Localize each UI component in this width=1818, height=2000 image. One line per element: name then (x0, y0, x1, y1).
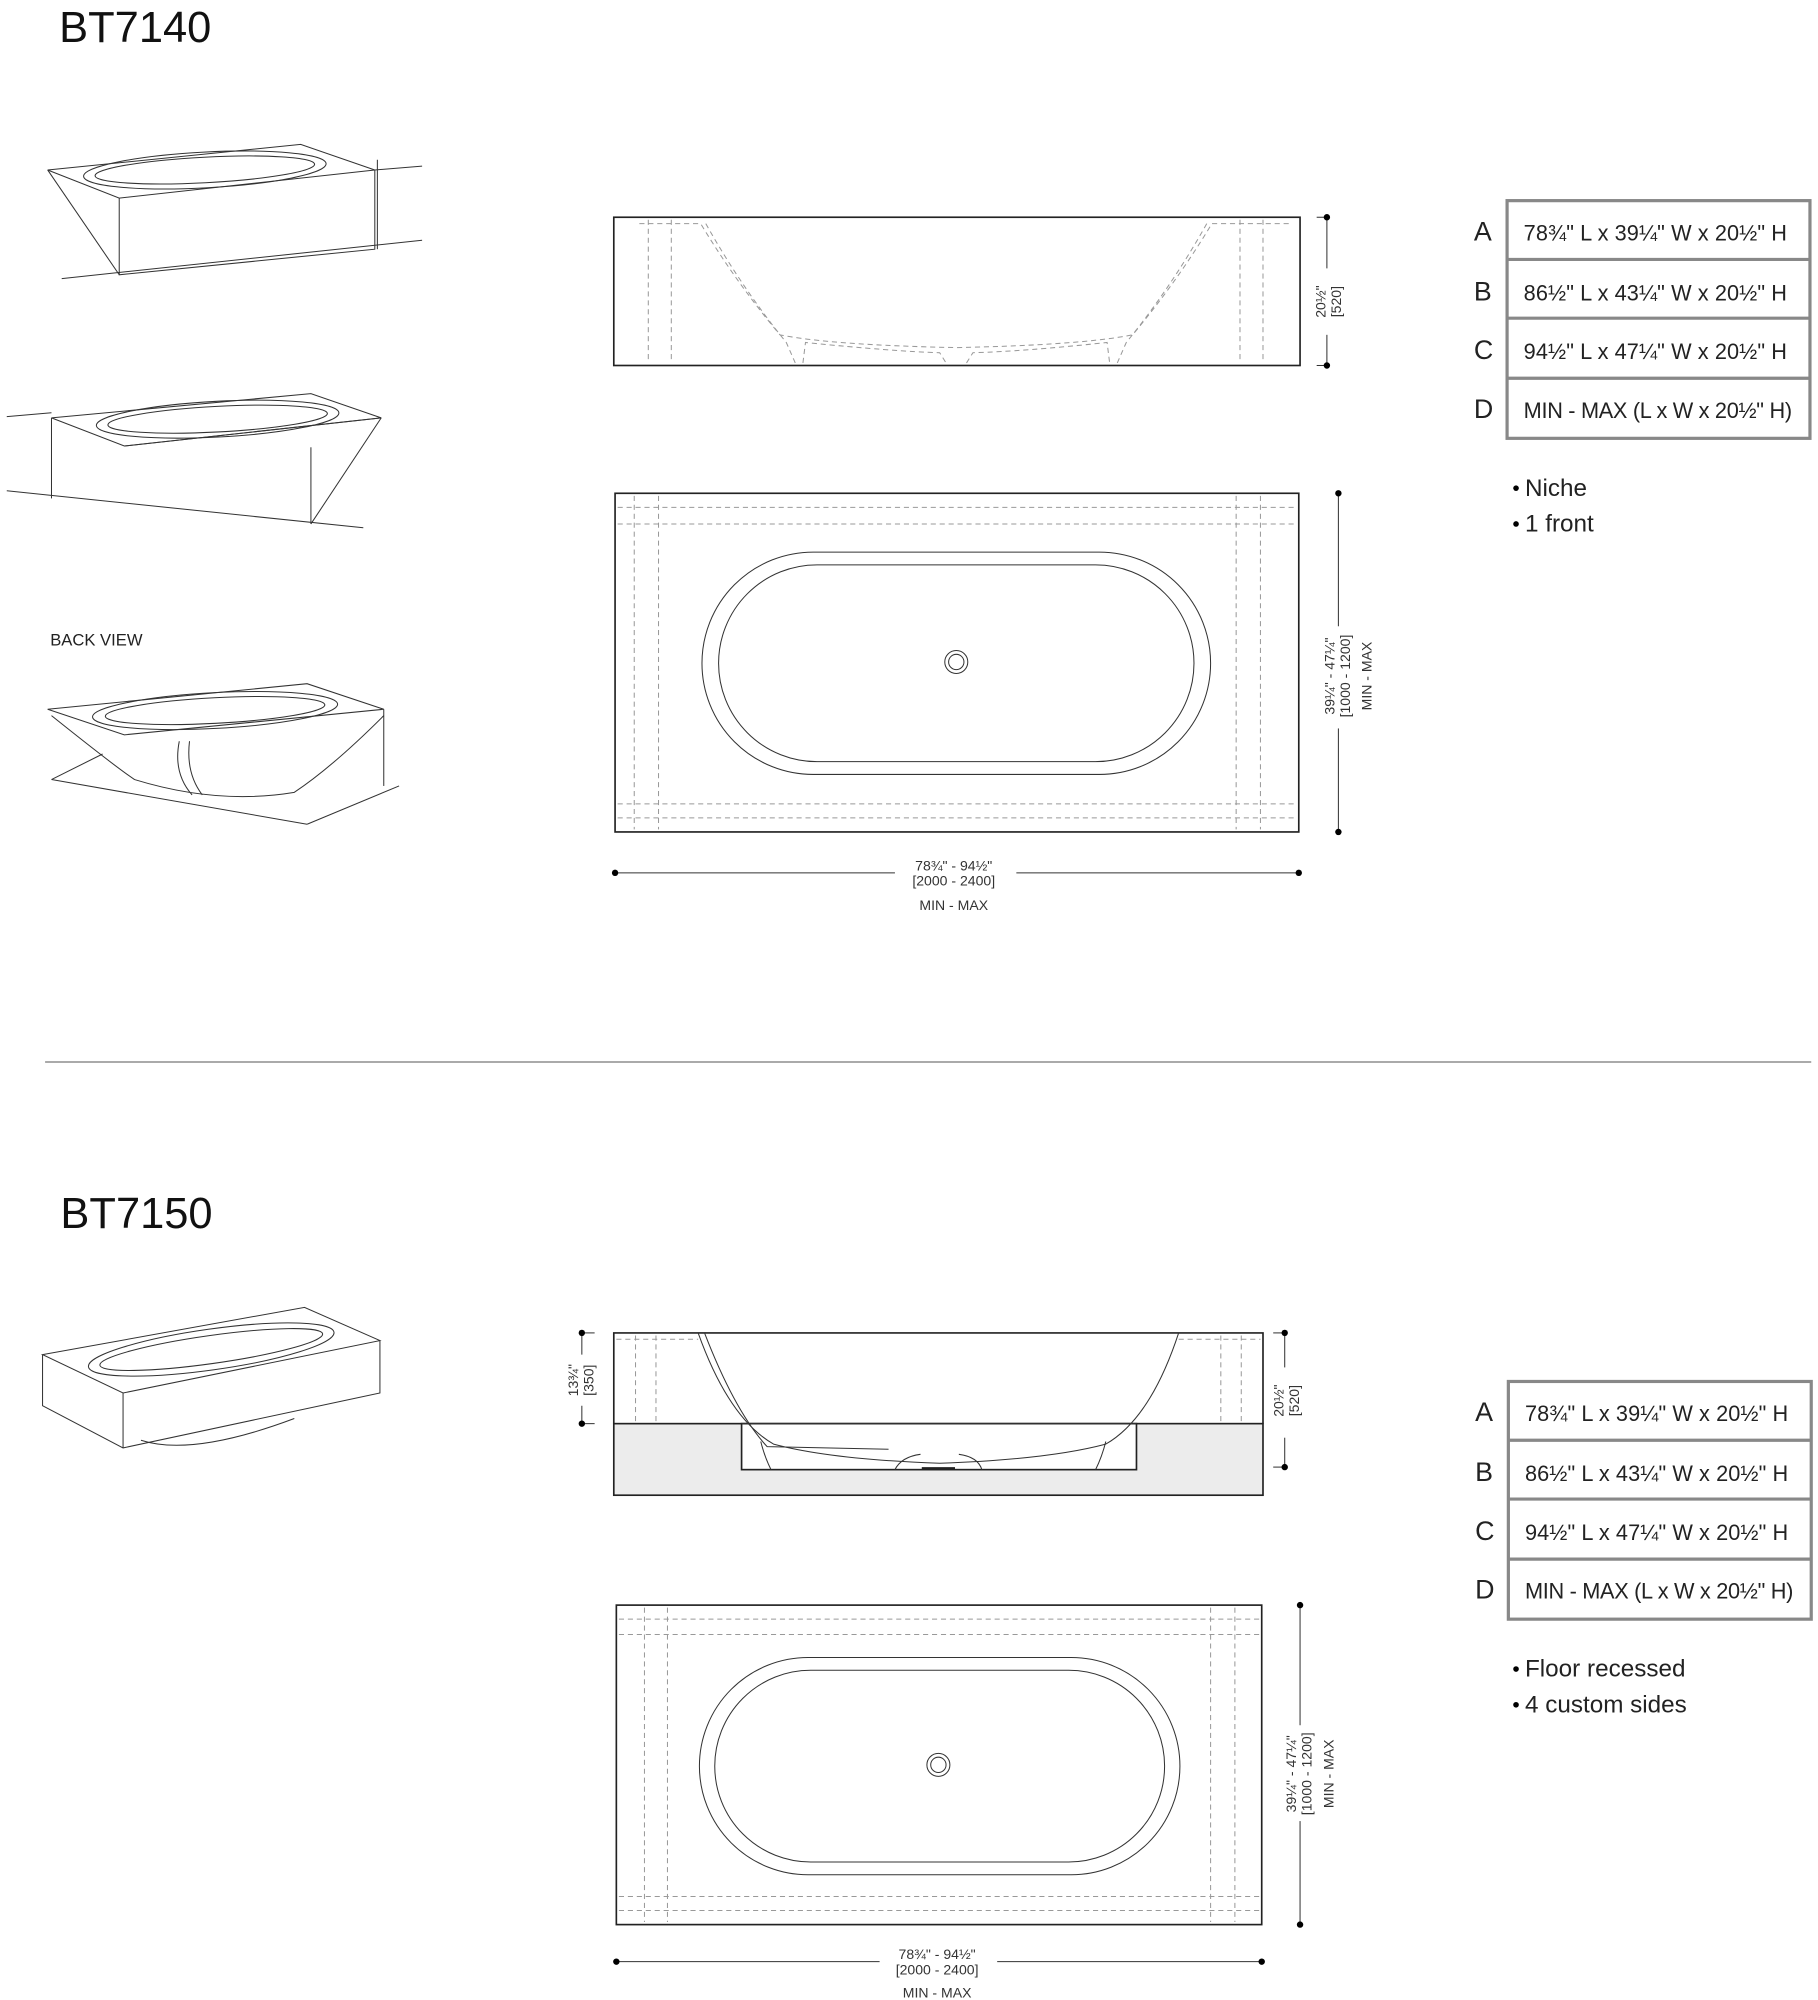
length-in: 78¾" - 94½" (899, 1946, 976, 1962)
size-table: A B C D 78¾" L x 39¼" W x 20½" H 86½" L … (1475, 1379, 1813, 1621)
feature-item: 1 front (1525, 511, 1594, 538)
back-view-label: BACK VIEW (50, 630, 143, 649)
size-table: A B C D 78¾" L x 39¼" W x 20½" H 86½" L … (1474, 199, 1812, 440)
size-dims: 86½" L x 43¼" W x 20½" H (1525, 1461, 1788, 1486)
width-dimension: 39¼" - 47¼" [1000 - 1200] MIN - MAX (1322, 490, 1375, 836)
tub-basin (718, 564, 1195, 763)
width-dimension: 39¼" - 47¼" [1000 - 1200] MIN - MAX (1283, 1601, 1336, 1928)
size-dims: 94½" L x 47¼" W x 20½" H (1524, 339, 1787, 364)
width-in: 39¼" - 47¼" (1283, 1735, 1299, 1812)
tub-basin (714, 1669, 1166, 1863)
height-in: 20½" (1313, 285, 1329, 317)
size-dims: 94½" L x 47¼" W x 20½" H (1525, 1520, 1788, 1545)
width-mm: [1000 - 1200] (1299, 1732, 1315, 1815)
length-in: 78¾" - 94½" (915, 857, 992, 873)
drain-icon (944, 649, 969, 674)
recess-height-dimension: 13¾" [350] (565, 1329, 596, 1427)
feature-item: Floor recessed (1525, 1656, 1686, 1683)
length-dimension: 78¾" - 94½" [2000 - 2400] MIN - MAX (613, 1946, 1265, 2000)
feature-list: Floor recessed 4 custom sides (1513, 1656, 1687, 1718)
product-bt7140: BT7140 BACK VIEW (6, 4, 1812, 913)
size-letter: A (1475, 1397, 1493, 1427)
side-elevation (612, 216, 1301, 367)
side-elevation-recessed (612, 1332, 1264, 1497)
size-dims: 78¾" L x 39¼" W x 20½" H (1524, 220, 1787, 245)
size-dims: MIN - MAX (L x W x 20½" H) (1524, 398, 1792, 423)
length-note: MIN - MAX (919, 897, 988, 913)
length-mm: [2000 - 2400] (912, 873, 995, 889)
size-dims: 86½" L x 43¼" W x 20½" H (1524, 280, 1787, 305)
recess-height-mm: [350] (580, 1365, 596, 1396)
size-dims: 78¾" L x 39¼" W x 20½" H (1525, 1401, 1788, 1426)
size-letter: D (1475, 1575, 1494, 1605)
iso-sketch-front (6, 393, 382, 529)
size-letter: B (1475, 1457, 1493, 1487)
height-mm: [520] (1328, 286, 1344, 317)
plan-view (614, 492, 1300, 833)
model-title: BT7150 (60, 1190, 212, 1238)
size-letter: C (1475, 1516, 1494, 1546)
size-dims: MIN - MAX (L x W x 20½" H) (1525, 1579, 1793, 1604)
feature-item: 4 custom sides (1525, 1691, 1687, 1718)
width-note: MIN - MAX (1320, 1739, 1336, 1808)
length-mm: [2000 - 2400] (896, 1961, 979, 1977)
iso-sketch-back-view (47, 683, 400, 825)
tub-rim (701, 551, 1212, 775)
drain-icon (926, 1752, 951, 1777)
size-letter: D (1474, 394, 1493, 424)
plan-view (615, 1604, 1263, 1926)
length-dimension: 78¾" - 94½" [2000 - 2400] MIN - MAX (611, 857, 1302, 913)
product-bt7150: BT7150 13¾" [3 (40, 1190, 1813, 2000)
size-letter: A (1474, 216, 1492, 246)
width-in: 39¼" - 47¼" (1322, 637, 1338, 714)
feature-item: Niche (1525, 475, 1587, 502)
length-note: MIN - MAX (903, 1984, 972, 2000)
model-title: BT7140 (59, 4, 211, 52)
width-mm: [1000 - 1200] (1337, 635, 1353, 718)
recess-height-in: 13¾" (565, 1364, 581, 1396)
height-dimension: 20½" [520] (1270, 1329, 1302, 1471)
size-letter: C (1474, 335, 1493, 365)
tub-rim (698, 1656, 1181, 1876)
iso-sketch-recessed (40, 1306, 382, 1449)
height-in: 20½" (1270, 1384, 1286, 1416)
iso-sketch-niche (47, 143, 423, 280)
size-letter: B (1474, 276, 1492, 306)
height-dimension: 20½" [520] (1313, 214, 1344, 369)
feature-list: Niche 1 front (1513, 475, 1594, 538)
width-note: MIN - MAX (1359, 641, 1375, 710)
height-mm: [520] (1286, 1385, 1302, 1416)
